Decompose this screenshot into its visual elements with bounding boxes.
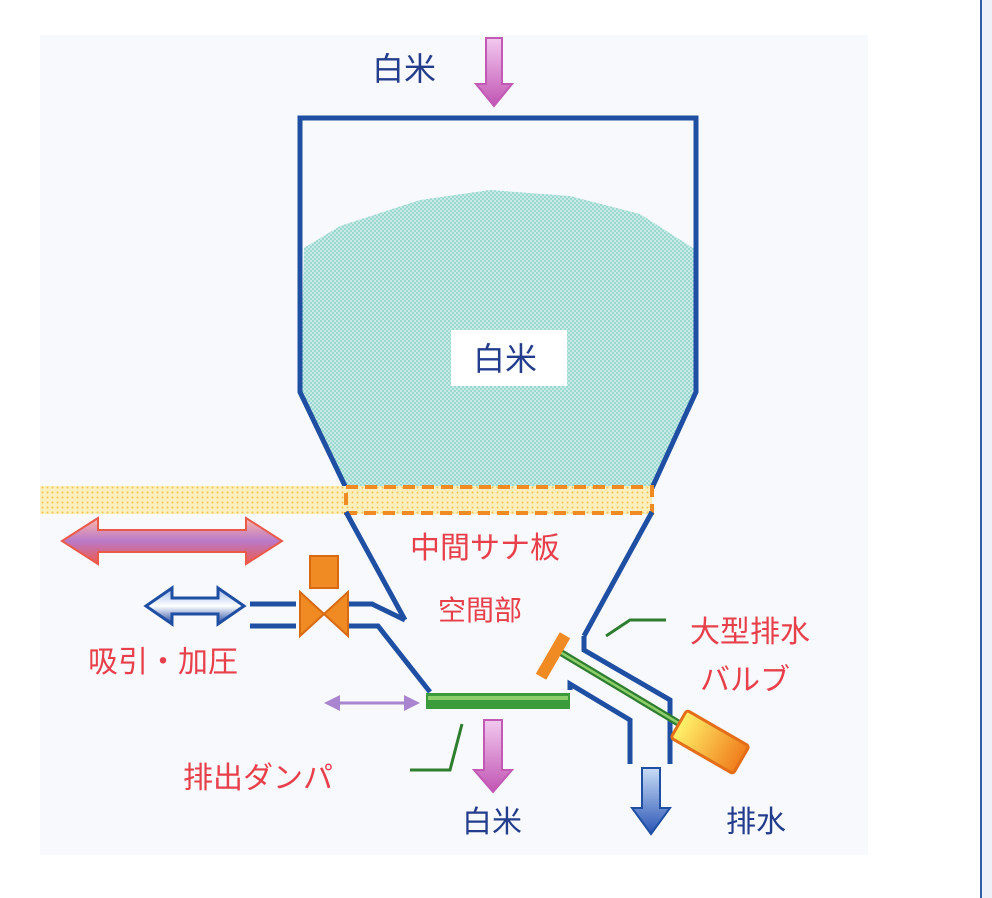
drain-label: 排水 [726,805,786,840]
discharge-damper [426,693,570,709]
suction-pipe-upper [250,601,407,623]
drain-pipe-inner [567,679,633,764]
right-divider-shadow [982,0,992,898]
discharge-damper-shine [428,696,568,700]
middle-plate-dashed [344,485,654,515]
rice-out-arrow [471,719,515,794]
damper-leader-line [410,723,464,772]
drain-valve-plate [535,632,571,680]
middle-plate-label: 中間サナ板 [410,531,560,566]
rice-hopper-label: 白米 [473,340,537,378]
rice-in-label: 白米 [372,50,436,88]
suction-pressure-double-arrow [143,585,247,627]
lower-cone-left [343,510,408,622]
drain-valve-body [670,709,750,775]
big-valve-label-line1: 大型排水 [690,615,810,650]
air-flow-double-arrow [60,516,284,566]
suction-pipe-lower [250,623,432,694]
big-valve-leader-line [605,618,666,638]
right-divider-line [980,0,982,898]
hopper-outline [297,115,699,490]
suction-valve [299,555,349,639]
big-valve-label-line2: バルブ [700,663,790,698]
drain-valve-rod-highlight [559,650,691,732]
lower-cone-right [581,510,655,638]
suction-pressure-label: 吸引・加圧 [88,645,238,680]
damper-motion-arrow [324,695,420,711]
drain-arrow [630,767,672,836]
rice-out-label: 白米 [462,805,522,840]
discharge-damper-label: 排出ダンパ [183,761,333,796]
rice-in-arrow [473,37,515,108]
space-label: 空間部 [438,594,522,627]
drain-pipe-outer [581,636,673,764]
rice-label-box [451,330,567,386]
